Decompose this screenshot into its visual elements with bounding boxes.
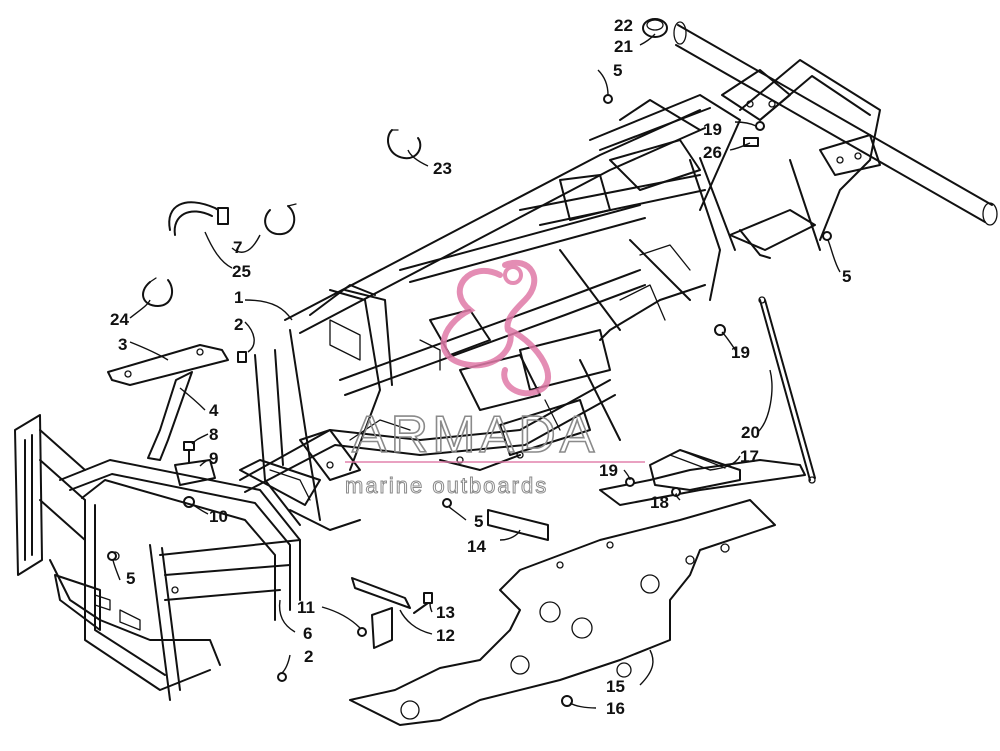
bracket-part-12 — [351, 577, 411, 649]
footrest-part-17 — [599, 449, 806, 506]
callout-14: 14 — [467, 537, 486, 556]
nut-part-11 — [357, 627, 367, 637]
callout-12: 12 — [436, 626, 455, 645]
callout-15: 15 — [606, 677, 625, 696]
callout-5: 5 — [842, 267, 851, 286]
callout-23: 23 — [433, 159, 452, 178]
clamp-part-24 — [142, 277, 174, 307]
callout-26: 26 — [703, 143, 722, 162]
callout-9: 9 — [209, 449, 218, 468]
watermark: ARMADA marine outboards — [345, 259, 645, 499]
callout-20: 20 — [741, 423, 760, 442]
callout-24: 24 — [110, 310, 129, 329]
front-bumper — [14, 414, 301, 701]
brace-part-4 — [147, 371, 193, 461]
callout-13: 13 — [436, 603, 455, 622]
callout-6: 6 — [303, 624, 312, 643]
callout-18: 18 — [650, 493, 669, 512]
rear-rack — [673, 21, 998, 251]
cap-part-22 — [642, 18, 668, 38]
clip-part-25 — [168, 201, 229, 236]
rod-part-20 — [758, 296, 816, 484]
leader-lines — [112, 33, 841, 709]
callout-3: 3 — [118, 335, 127, 354]
callout-4: 4 — [209, 401, 219, 420]
callout-10: 10 — [209, 507, 228, 526]
bolt-part-13 — [413, 592, 433, 614]
watermark-title: ARMADA — [352, 406, 598, 464]
callout-19: 19 — [731, 343, 750, 362]
callout-16: 16 — [606, 699, 625, 718]
callout-25: 25 — [232, 262, 251, 281]
main-frame — [239, 94, 816, 531]
callout-1: 1 — [234, 288, 243, 307]
callout-21: 21 — [614, 37, 633, 56]
callout-5: 5 — [474, 512, 483, 531]
watermark-logo — [440, 259, 551, 397]
callout-22: 22 — [614, 16, 633, 35]
watermark-subtitle: marine outboards — [345, 473, 548, 498]
fasteners — [107, 94, 832, 707]
callout-2: 2 — [234, 315, 243, 334]
callout-labels: 1 2 2 3 4 5 5 5 5 6 7 8 9 10 11 12 13 14… — [110, 16, 851, 718]
callout-8: 8 — [209, 425, 218, 444]
bolt-part-2 — [237, 351, 247, 363]
callout-11: 11 — [297, 598, 315, 617]
callout-5: 5 — [613, 61, 622, 80]
skid-plate-part-15 — [349, 499, 776, 726]
callout-2: 2 — [304, 647, 313, 666]
clamp-part-7 — [264, 203, 297, 236]
plate-part-14 — [487, 509, 549, 541]
callout-5: 5 — [126, 569, 135, 588]
bracket-part-3 — [107, 344, 229, 386]
callout-7: 7 — [233, 238, 242, 257]
callout-17: 17 — [740, 447, 759, 466]
callout-19: 19 — [703, 120, 722, 139]
callout-19: 19 — [599, 461, 618, 480]
clamp-part-23 — [387, 129, 422, 160]
